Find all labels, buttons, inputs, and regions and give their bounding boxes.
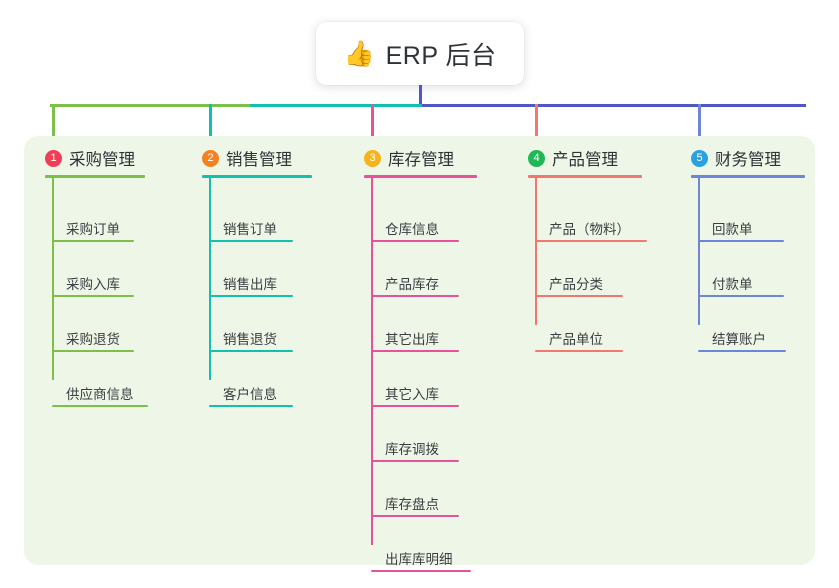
branch-item-rule <box>209 240 293 242</box>
branch-item-rule <box>698 240 784 242</box>
branch-item-rule <box>371 240 459 242</box>
branch-item-label[interactable]: 产品库存 <box>385 277 439 292</box>
branch-title: 产品管理 <box>552 151 618 169</box>
branch-header-rule <box>691 175 805 178</box>
branch-item-label[interactable]: 其它入库 <box>385 387 439 402</box>
branch-item-rule <box>371 460 459 462</box>
branch-number-badge: 3 <box>364 149 381 167</box>
branch-stub-2 <box>209 104 212 146</box>
branch-item-rule <box>371 295 459 297</box>
branch-number-badge: 5 <box>691 149 708 167</box>
branch-title: 财务管理 <box>715 151 781 169</box>
branch-stub-3 <box>371 104 374 146</box>
branch-spine <box>52 175 54 380</box>
branch-item-rule <box>371 405 459 407</box>
branch-item-rule <box>698 295 784 297</box>
branch-item-rule <box>209 350 293 352</box>
branch-item-rule <box>52 350 134 352</box>
branch-item-label[interactable]: 销售订单 <box>223 222 277 237</box>
branch-number-badge: 2 <box>202 149 219 167</box>
branch-item-label[interactable]: 库存调拨 <box>385 442 439 457</box>
branch-item-rule <box>52 295 134 297</box>
branch-item-rule <box>52 405 148 407</box>
branch-stub-5 <box>698 104 701 146</box>
branch-number-badge: 1 <box>45 149 62 167</box>
branch-item-rule <box>209 405 293 407</box>
thumbs-up-icon: 👍 <box>343 39 375 68</box>
branch-item-label[interactable]: 销售退货 <box>223 332 277 347</box>
branch-item-label[interactable]: 产品（物料） <box>549 222 630 237</box>
branch-header-rule <box>528 175 642 178</box>
branch-item-label[interactable]: 客户信息 <box>223 387 277 402</box>
branch-item-label[interactable]: 供应商信息 <box>66 387 134 402</box>
bus-segment-2 <box>250 104 422 107</box>
branch-stub-4 <box>535 104 538 146</box>
branch-item-rule <box>535 295 623 297</box>
branch-column-3: 3 库存管理仓库信息产品库存其它出库其它入库库存调拨库存盘点出库库明细 <box>364 136 517 572</box>
root-node[interactable]: 👍 ERP 后台 <box>316 22 524 85</box>
branch-number-badge: 4 <box>528 149 545 167</box>
branch-header-rule <box>202 175 312 178</box>
branch-item-rule <box>371 570 471 572</box>
branch-item-rule <box>52 240 134 242</box>
branch-stub-1 <box>52 104 55 146</box>
branch-item-rule <box>535 240 647 242</box>
branch-item-label[interactable]: 回款单 <box>712 222 753 237</box>
branch-item-label[interactable]: 结算账户 <box>712 332 766 347</box>
branch-column-1: 1 采购管理采购订单采购入库采购退货供应商信息 <box>45 136 185 566</box>
branch-spine <box>698 175 700 325</box>
bus-segment-3 <box>422 104 806 107</box>
branch-item-rule <box>209 295 293 297</box>
branch-item-label[interactable]: 采购退货 <box>66 332 120 347</box>
branch-spine <box>209 175 211 380</box>
branch-header-rule <box>45 175 145 178</box>
bus-segment-1 <box>50 104 250 107</box>
branch-spine <box>535 175 537 325</box>
branch-item-label[interactable]: 销售出库 <box>223 277 277 292</box>
branch-item-label[interactable]: 采购订单 <box>66 222 120 237</box>
branch-item-rule <box>535 350 623 352</box>
branch-item-label[interactable]: 仓库信息 <box>385 222 439 237</box>
branch-column-4: 4 产品管理产品（物料） 产品分类产品单位 <box>528 136 682 566</box>
branch-item-label[interactable]: 其它出库 <box>385 332 439 347</box>
branch-spine <box>371 175 373 545</box>
branch-title: 采购管理 <box>69 151 135 169</box>
branch-item-label[interactable]: 产品单位 <box>549 332 603 347</box>
branch-item-label[interactable]: 库存盘点 <box>385 497 439 512</box>
branch-header-rule <box>364 175 477 178</box>
branch-header-3[interactable]: 3 库存管理 <box>364 146 454 170</box>
branch-title: 销售管理 <box>226 151 292 169</box>
branch-item-label[interactable]: 产品分类 <box>549 277 603 292</box>
branch-column-2: 2 销售管理销售订单销售出库销售退货客户信息 <box>202 136 352 566</box>
root-node-title: ERP 后台 <box>385 41 497 70</box>
branch-item-label[interactable]: 采购入库 <box>66 277 120 292</box>
branch-header-5[interactable]: 5 财务管理 <box>691 146 781 170</box>
branch-title: 库存管理 <box>388 151 454 169</box>
branch-column-5: 5 财务管理回款单付款单结算账户 <box>691 136 839 566</box>
trunk-connector <box>419 85 422 107</box>
branch-item-rule <box>371 350 459 352</box>
branch-item-label[interactable]: 付款单 <box>712 277 753 292</box>
branch-item-rule <box>371 515 459 517</box>
branch-item-label[interactable]: 出库库明细 <box>385 552 453 567</box>
branch-item-rule <box>698 350 786 352</box>
branch-header-4[interactable]: 4 产品管理 <box>528 146 618 170</box>
branch-header-1[interactable]: 1 采购管理 <box>45 146 135 170</box>
branch-header-2[interactable]: 2 销售管理 <box>202 146 292 170</box>
